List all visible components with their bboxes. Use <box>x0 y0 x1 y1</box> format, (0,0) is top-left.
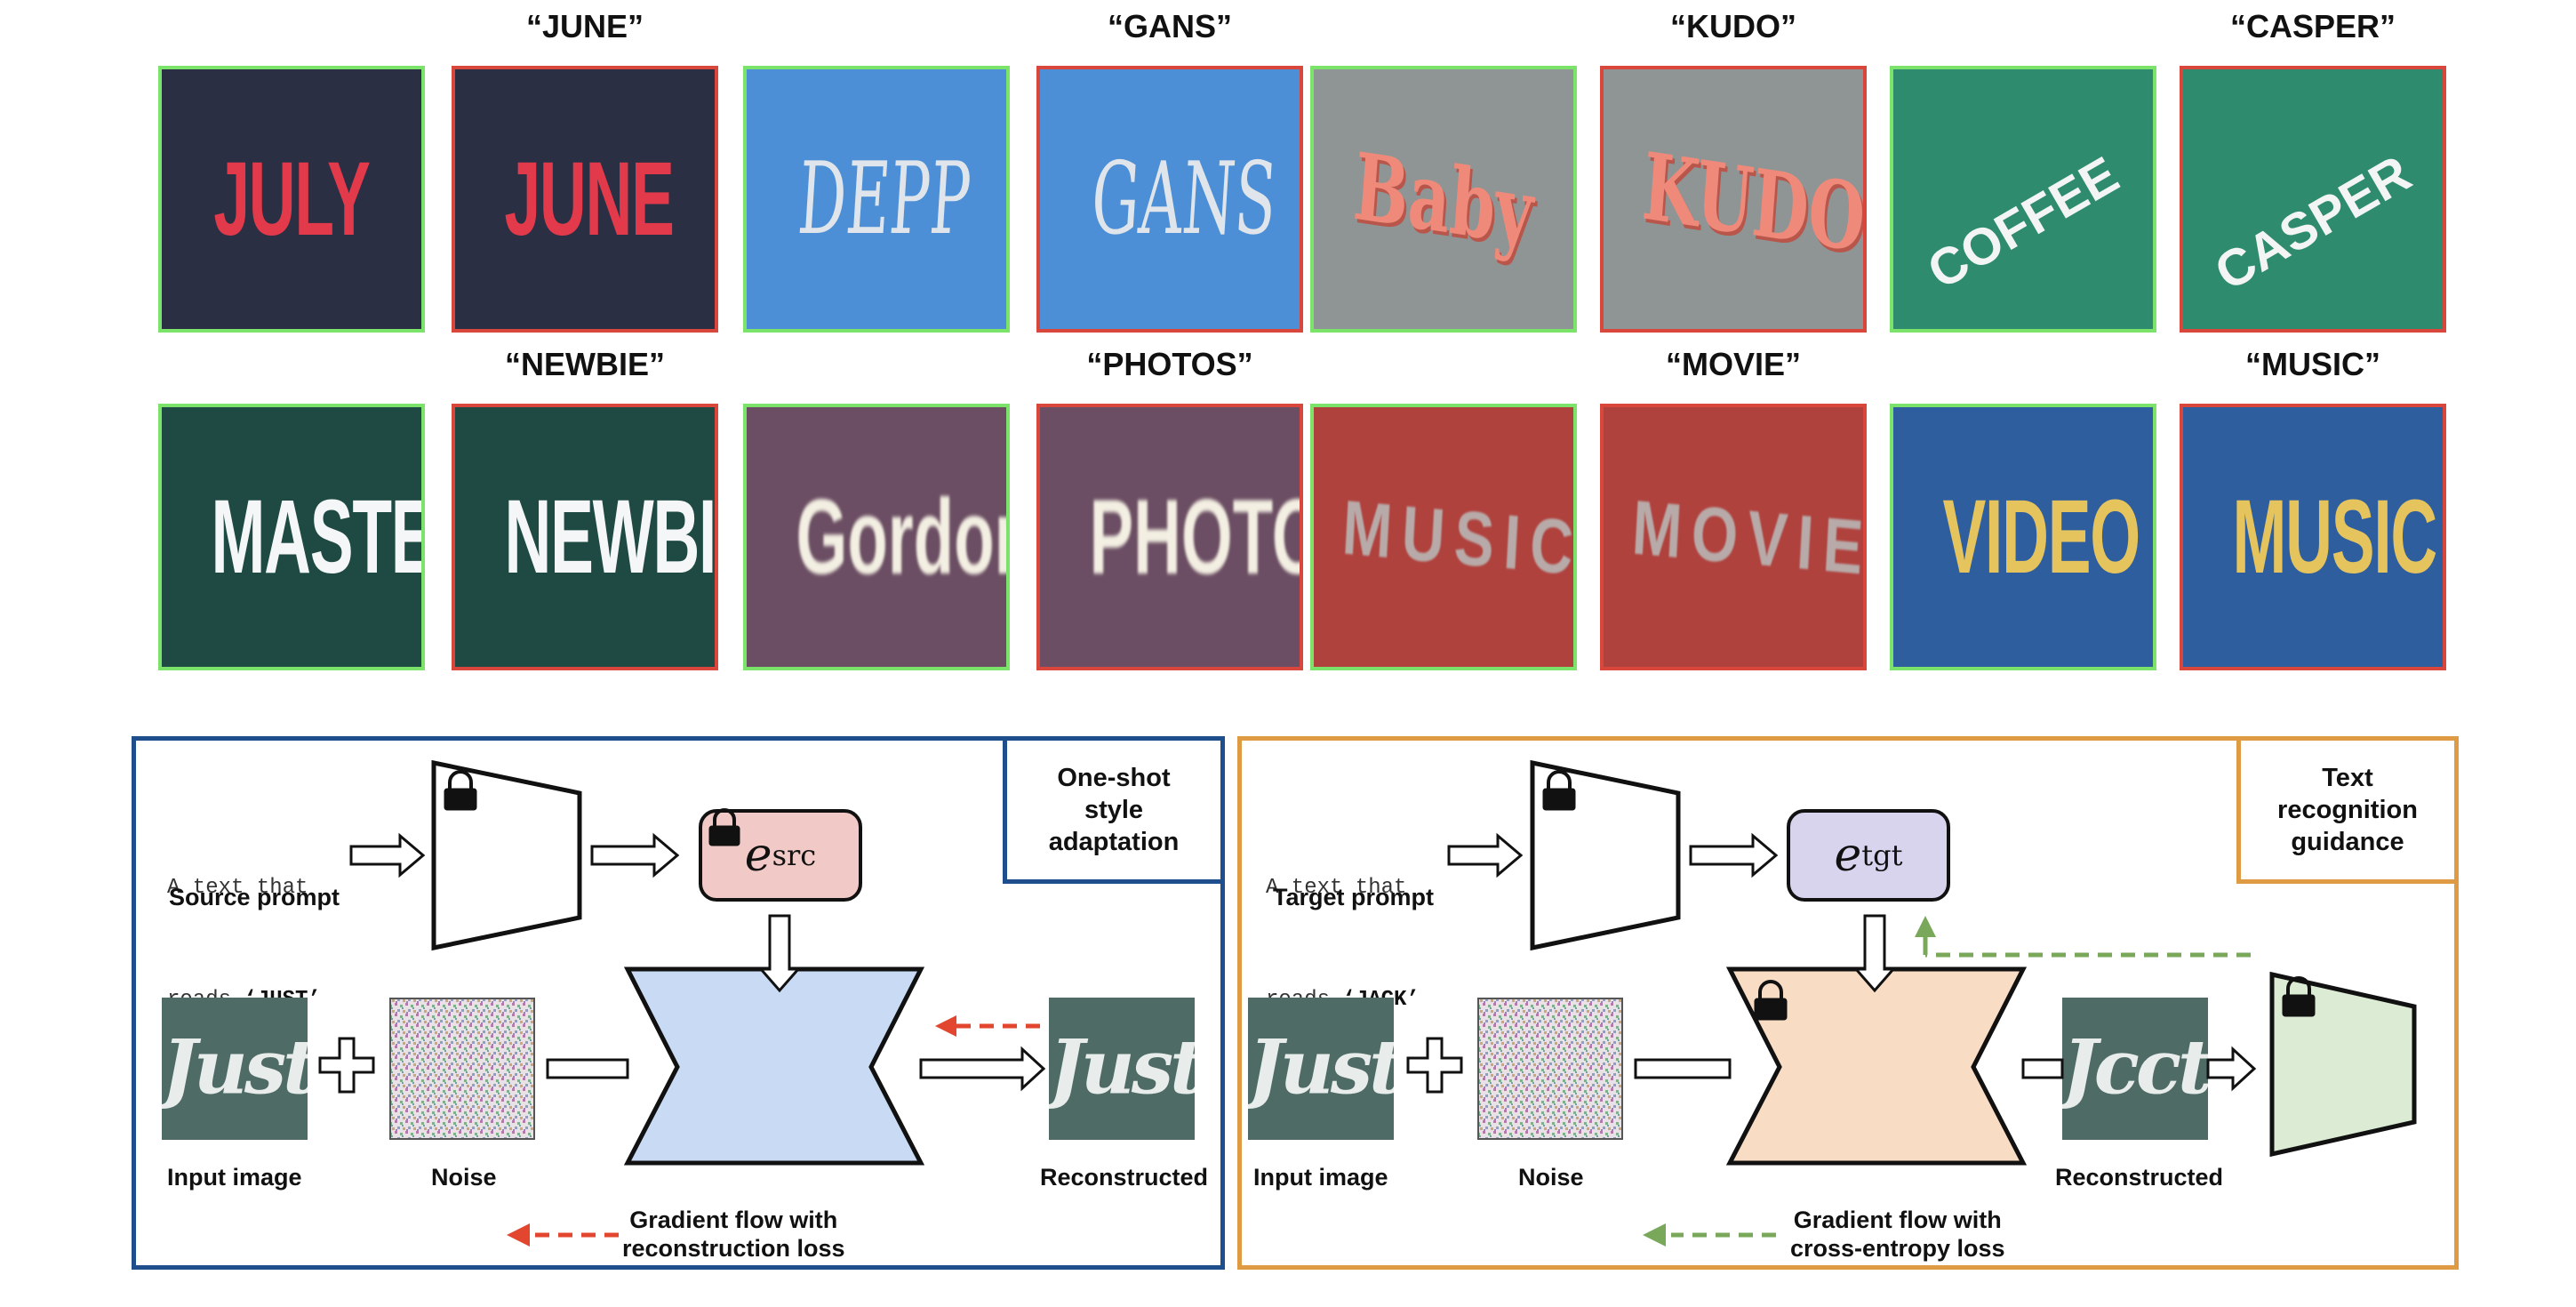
scene-text: DEPP <box>795 141 974 257</box>
oneshot-model-label: One-shot Diffusion model <box>1788 1039 1964 1095</box>
edited-image-tile: JUNE <box>452 66 718 333</box>
left-noise-image <box>389 998 535 1140</box>
right-reconstructed-image: Jcct <box>2062 998 2208 1140</box>
edited-image-tile: MOVIE <box>1600 404 1867 670</box>
cross-entropy-legend: Gradient flow with cross-entropy loss <box>1790 1207 2005 1262</box>
left-reconstructed-image: Just <box>1049 998 1195 1140</box>
scene-text: KUDO <box>1638 131 1867 274</box>
source-image-tile: COFFEE <box>1890 66 2156 333</box>
target-word-title: “PHOTOS” <box>1086 346 1253 382</box>
target-word-title: “GANS” <box>1107 8 1232 44</box>
scene-text: MUSIC <box>1340 485 1577 592</box>
right-reconstructed-label: Reconstructed <box>2055 1164 2224 1191</box>
left-noise-label: Noise <box>431 1164 497 1191</box>
right-input-image: Just <box>1248 998 1394 1140</box>
target-word-title: “MOVIE” <box>1665 346 1801 382</box>
recognizer-label: Text recognition guidance <box>2273 1027 2399 1111</box>
scene-text: VIDEO <box>1942 478 2140 596</box>
edited-image-tile: NEWBIE <box>452 404 718 670</box>
edited-image-tile: PHOTOS <box>1036 404 1303 670</box>
left-encoder-label: Text encoder <box>461 826 552 881</box>
right-input-label: Input image <box>1253 1164 1388 1191</box>
source-image-tile: Baby <box>1310 66 1577 333</box>
edited-image-tile: KUDO <box>1600 66 1867 333</box>
left-reconstructed-label: Reconstructed <box>1040 1164 1209 1191</box>
style-adaptation-tag: One-shot style adaptation <box>1003 736 1225 884</box>
reconstruction-legend: Gradient flow with reconstruction loss <box>622 1207 845 1262</box>
source-image-tile: VIDEO <box>1890 404 2156 670</box>
left-input-image: Just <box>162 998 308 1140</box>
pretrained-model-label: Pretrained Diffusion model <box>685 1039 861 1095</box>
recognition-guidance-tag: Text recognition guidance <box>2236 736 2459 884</box>
style-adaptation-panel <box>132 736 1225 1270</box>
scene-text: MASTER <box>211 478 421 596</box>
right-noise-label: Noise <box>1518 1164 1584 1191</box>
scene-text: PHOTOS <box>1089 477 1300 597</box>
scene-text: Gordon <box>796 477 1006 597</box>
scene-text: GANS <box>1088 141 1280 257</box>
right-encoder-label: Text encoder <box>1560 826 1651 881</box>
recognition-guidance-panel <box>1237 736 2459 1270</box>
target-word-title: “MUSIC” <box>2245 346 2380 382</box>
left-input-label: Input image <box>167 1164 302 1191</box>
source-image-tile: MASTER <box>158 404 425 670</box>
scene-text: CASPER <box>2205 144 2420 302</box>
source-image-tile: Gordon <box>743 404 1010 670</box>
scene-text: Baby <box>1350 131 1537 268</box>
right-noise-image <box>1477 998 1623 1140</box>
source-prompt-label: Source prompt <box>169 884 340 910</box>
source-image-tile: MUSIC <box>1310 404 1577 670</box>
edited-image-tile: MUSIC <box>2180 404 2446 670</box>
scene-text: COFFEE <box>1917 145 2129 301</box>
scene-text: MUSIC <box>2232 478 2437 596</box>
target-word-title: “NEWBIE” <box>505 346 665 382</box>
scene-text: MOVIE <box>1629 485 1867 592</box>
target-word-title: “CASPER” <box>2229 8 2396 44</box>
scene-text: JUNE <box>504 140 674 258</box>
source-image-tile: DEPP <box>743 66 1010 333</box>
edited-image-tile: CASPER <box>2180 66 2446 333</box>
edited-image-tile: GANS <box>1036 66 1303 333</box>
scene-text: NEWBIE <box>504 478 716 596</box>
source-image-tile: JULY <box>158 66 425 333</box>
target-word-title: “KUDO” <box>1670 8 1796 44</box>
target-prompt-label: Target prompt <box>1273 884 1434 910</box>
target-word-title: “JUNE” <box>525 8 644 44</box>
scene-text: JULY <box>213 140 371 258</box>
